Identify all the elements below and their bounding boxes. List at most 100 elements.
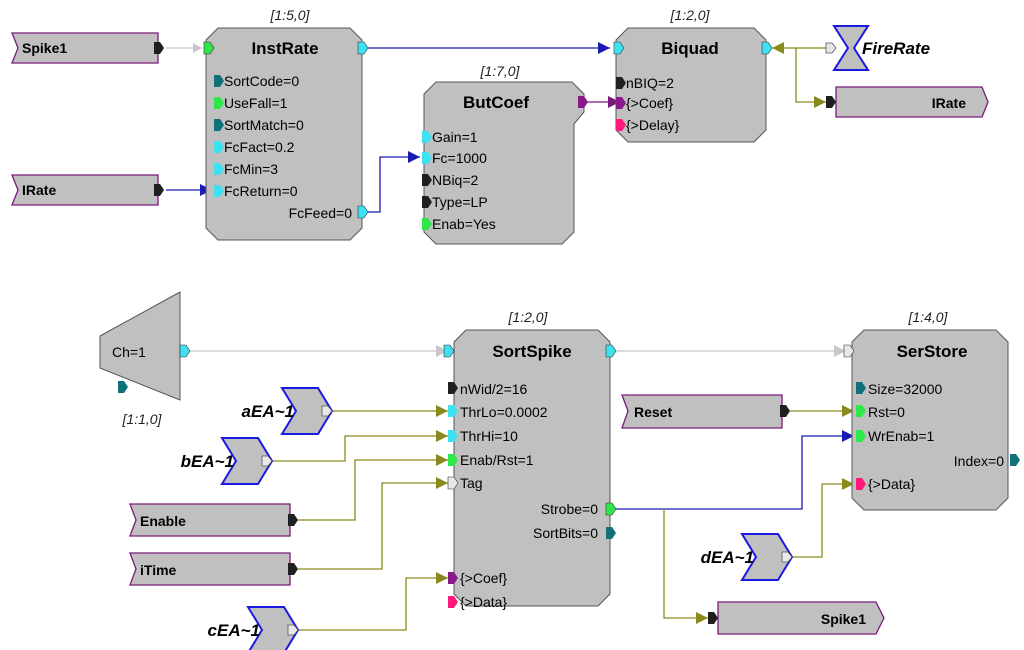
instrate-title: InstRate <box>251 39 318 58</box>
serstore-port-2: WrEnab=1 <box>868 428 934 444</box>
port-fc[interactable] <box>422 152 432 164</box>
port-serstore-in[interactable] <box>843 344 855 358</box>
port-cea[interactable] <box>287 624 299 636</box>
port-ch-out[interactable] <box>179 344 191 358</box>
port-thrhi[interactable] <box>448 430 458 442</box>
external-bea[interactable]: bEA~1 <box>181 437 274 485</box>
port-ch-bottom[interactable] <box>118 381 128 393</box>
wire-dea-data <box>790 483 854 558</box>
serstore-index-label: Index=0 <box>954 453 1004 469</box>
sortspike-sortbits-label: SortBits=0 <box>533 525 598 541</box>
port-spike1-in[interactable] <box>708 612 718 624</box>
tag-enable[interactable]: Enable <box>129 503 298 537</box>
port-input[interactable] <box>203 41 215 55</box>
tag-reset[interactable]: Reset <box>621 394 790 429</box>
port-irate-out[interactable] <box>154 184 164 196</box>
butcoef-port-3: Type=LP <box>432 194 488 210</box>
port-enab[interactable] <box>422 218 432 230</box>
sortspike-block[interactable]: [1:2,0] SortSpike nWid/2=16 ThrLo=0.0002… <box>443 309 617 610</box>
instrate-coord: [1:5,0] <box>270 7 311 23</box>
tag-irate-out[interactable]: IRate <box>826 86 989 118</box>
wire-strobe-wrenab <box>616 435 854 510</box>
tag-enable-text: Enable <box>140 513 186 529</box>
port-enabrst[interactable] <box>448 454 458 466</box>
port-nbiq[interactable] <box>422 174 432 186</box>
port-delay[interactable] <box>616 119 626 131</box>
port-nwid[interactable] <box>448 382 458 394</box>
serstore-port-0: Size=32000 <box>868 381 943 397</box>
sortspike-port-2: ThrHi=10 <box>460 428 518 444</box>
instrate-port-5: FcReturn=0 <box>224 183 298 199</box>
port-sortcode[interactable] <box>214 75 224 87</box>
port-type[interactable] <box>422 196 432 208</box>
external-firerate[interactable]: FireRate <box>825 25 930 71</box>
tag-spike1-out-text: Spike1 <box>821 611 866 627</box>
port-fcfeed[interactable] <box>357 205 369 219</box>
tag-spike1-in[interactable]: Spike1 <box>11 32 164 64</box>
serstore-coord: [1:4,0] <box>908 309 949 325</box>
butcoef-port-1: Fc=1000 <box>432 150 487 166</box>
external-cea[interactable]: cEA~1 <box>208 606 300 650</box>
port-spike1-out[interactable] <box>154 42 164 54</box>
port-strobe[interactable] <box>605 502 617 516</box>
instrate-block[interactable]: [1:5,0] InstRate SortCode=0 UseFall=1 So… <box>203 7 369 241</box>
instrate-port-4: FcMin=3 <box>224 161 278 177</box>
tag-spike1-out[interactable]: Spike1 <box>708 601 885 635</box>
serstore-block[interactable]: [1:4,0] SerStore Size=32000 Rst=0 WrEnab… <box>843 309 1020 511</box>
port-aea[interactable] <box>321 405 333 417</box>
biquad-port-0: nBIQ=2 <box>626 75 674 91</box>
port-fcfact[interactable] <box>214 141 224 153</box>
port-data-store[interactable] <box>856 478 866 490</box>
biquad-port-1: {>Coef} <box>626 95 673 111</box>
external-cea-label: cEA~1 <box>208 621 260 640</box>
port-gain[interactable] <box>422 131 432 143</box>
butcoef-coord: [1:7,0] <box>480 63 521 79</box>
instrate-port-2: SortMatch=0 <box>224 117 304 133</box>
port-firerate[interactable] <box>825 42 837 54</box>
channel-block[interactable]: Ch=1 [1:1,0] <box>99 291 191 427</box>
instrate-port-0: SortCode=0 <box>224 73 299 89</box>
port-dea[interactable] <box>781 551 793 563</box>
external-dea[interactable]: dEA~1 <box>701 533 794 581</box>
port-sortmatch[interactable] <box>214 119 224 131</box>
port-bea[interactable] <box>261 455 273 467</box>
port-index[interactable] <box>1010 454 1020 466</box>
tag-itime[interactable]: iTime <box>129 552 298 586</box>
port-enable-out[interactable] <box>288 514 298 526</box>
port-rst[interactable] <box>856 405 866 417</box>
instrate-out-label: FcFeed=0 <box>289 205 353 221</box>
instrate-port-1: UseFall=1 <box>224 95 288 111</box>
port-coef-in[interactable] <box>616 97 626 109</box>
port-irate-in[interactable] <box>826 96 836 108</box>
serstore-title: SerStore <box>897 342 968 361</box>
port-thrlo[interactable] <box>448 405 458 417</box>
tag-irate-in[interactable]: IRate <box>11 174 164 206</box>
port-fcmin[interactable] <box>214 163 224 175</box>
port-nbiq-biquad[interactable] <box>616 77 626 89</box>
port-size[interactable] <box>856 382 866 394</box>
external-dea-label: dEA~1 <box>701 548 754 567</box>
external-aea[interactable]: aEA~1 <box>242 387 334 435</box>
port-reset-out[interactable] <box>780 405 790 417</box>
serstore-port-1: Rst=0 <box>868 404 905 420</box>
external-bea-label: bEA~1 <box>181 452 234 471</box>
port-fcreturn[interactable] <box>214 185 224 197</box>
port-usefall[interactable] <box>214 97 224 109</box>
port-biquad-out[interactable] <box>761 41 773 55</box>
port-itime-out[interactable] <box>288 563 298 575</box>
port-out-top[interactable] <box>357 41 369 55</box>
port-sortbits[interactable] <box>606 527 616 539</box>
biquad-block[interactable]: [1:2,0] Biquad nBIQ=2 {>Coef} {>Delay} <box>613 7 773 143</box>
port-sortspike-in[interactable] <box>443 344 455 358</box>
butcoef-port-2: NBiq=2 <box>432 172 479 188</box>
tag-irate-out-text: IRate <box>932 95 966 111</box>
port-tag[interactable] <box>447 476 459 490</box>
port-coef-ss[interactable] <box>448 572 458 584</box>
port-data-ss[interactable] <box>448 596 458 608</box>
port-sortspike-out[interactable] <box>605 344 617 358</box>
port-biquad-in[interactable] <box>613 41 625 55</box>
port-coef-out[interactable] <box>578 96 588 108</box>
butcoef-block[interactable]: [1:7,0] ButCoef Gain=1 Fc=1000 NBiq=2 Ty… <box>422 63 588 245</box>
port-wrenab[interactable] <box>856 430 866 442</box>
serstore-port-3: {>Data} <box>868 476 915 492</box>
